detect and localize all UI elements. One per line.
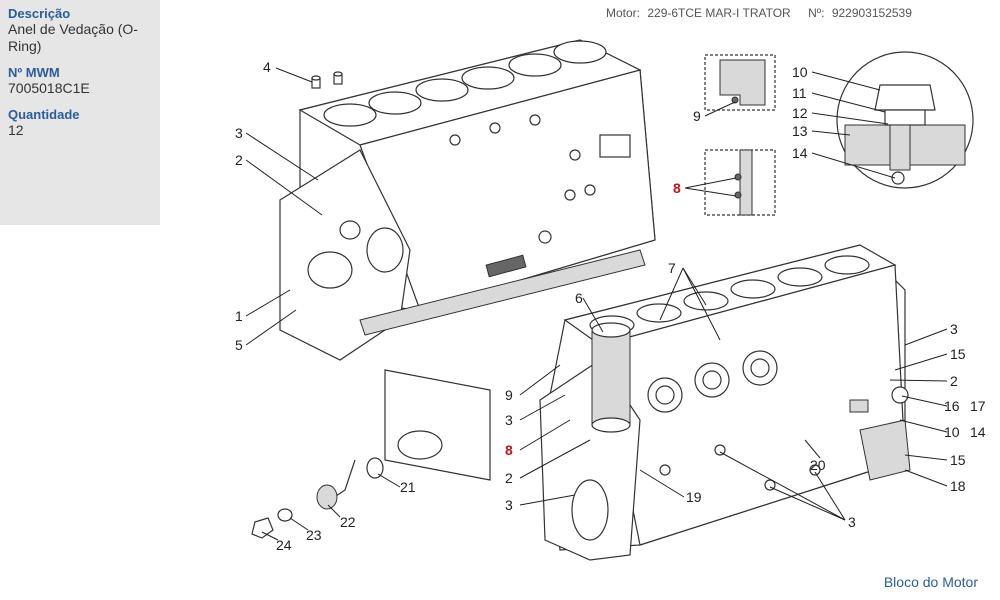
callout-3-right: 3: [950, 321, 958, 337]
callout-8-detail: 8: [673, 180, 681, 196]
callout-3-left: 3: [505, 412, 513, 428]
description-value: Anel de Vedação (O-Ring): [8, 21, 138, 54]
callout-2-right: 2: [950, 373, 958, 389]
callout-18: 18: [950, 478, 966, 494]
callout-3-bottom-left: 3: [505, 497, 513, 513]
diagram-title: Bloco do Motor: [883, 574, 978, 590]
mwm-number-label: Nº MWM: [8, 65, 60, 80]
callout-7: 7: [668, 260, 676, 276]
callout-22: 22: [340, 514, 356, 530]
callout-23: 23: [306, 527, 322, 543]
callout-9: 9: [505, 387, 513, 403]
callout-10-right: 10: [944, 424, 960, 440]
callout-15: 15: [950, 346, 966, 362]
lower-engine-block: [539, 244, 911, 561]
callout-11: 11: [792, 85, 807, 101]
seal-section-detail-top: [704, 54, 776, 216]
motor-value: 229-6TCE MAR-I TRATOR: [647, 6, 791, 20]
callout-19: 19: [686, 489, 702, 505]
bolt-section-detail: [836, 51, 974, 189]
callout-15-right: 15: [950, 452, 966, 468]
callout-6: 6: [575, 290, 583, 306]
part-info-panel: Descrição Anel de Vedação (O-Ring) Nº MW…: [0, 0, 160, 225]
callout-10: 10: [792, 64, 808, 80]
callout-14: 14: [792, 145, 808, 161]
callout-8: 8: [505, 442, 513, 458]
callout-2-left: 2: [505, 470, 513, 486]
motor-label: Motor:: [606, 6, 641, 20]
callout-2: 2: [235, 152, 243, 168]
callout-5: 5: [235, 337, 243, 353]
leader-lines: [245, 67, 948, 541]
callout-labels: 4 3 2 1 5 9 8 10 11 12 13 14 7 6 3 15 2 …: [235, 59, 986, 553]
callout-1: 1: [235, 308, 243, 324]
upper-engine-block: [279, 39, 656, 361]
description-label: Descrição: [8, 6, 71, 21]
cylinder-bores-lower: [589, 255, 870, 335]
quantity-value: 12: [8, 122, 24, 138]
number-value: 922903152539: [831, 6, 912, 20]
callout-17: 17: [970, 398, 986, 414]
callout-21: 21: [400, 479, 416, 495]
dowel-pins: [311, 71, 343, 89]
callout-9-detail: 9: [693, 108, 701, 124]
callout-20: 20: [810, 457, 826, 473]
cylinder-bores-upper: [323, 40, 607, 127]
quantity-label: Quantidade: [8, 107, 80, 122]
callout-16: 16: [944, 398, 960, 414]
callout-24: 24: [276, 537, 292, 553]
mwm-number-value: 7005018C1E: [8, 80, 90, 96]
cylinder-liner: [591, 322, 631, 433]
callout-4: 4: [263, 59, 271, 75]
motor-header: Motor: 229-6TCE MAR-I TRATOR Nº: 9229031…: [606, 6, 916, 20]
callout-13: 13: [792, 123, 808, 139]
oil-fitting-detail: [251, 369, 491, 539]
number-label: Nº:: [808, 6, 825, 20]
callout-14-right: 14: [970, 424, 986, 440]
callout-3-bottom: 3: [848, 514, 856, 530]
callout-12: 12: [792, 105, 808, 121]
callout-3: 3: [235, 125, 243, 141]
